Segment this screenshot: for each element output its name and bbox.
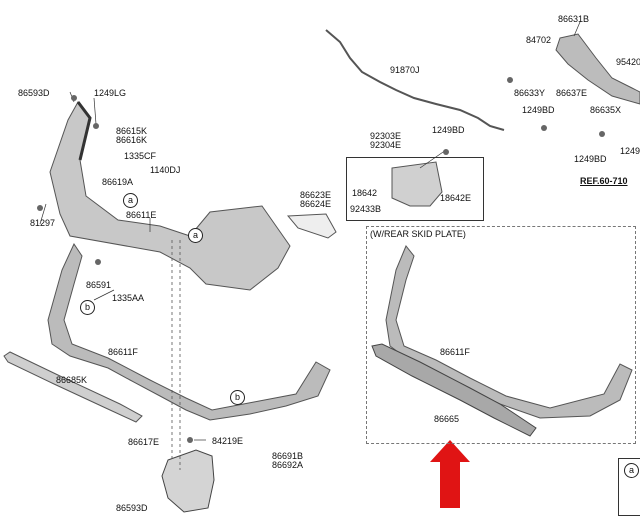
part-number: 86685K bbox=[56, 375, 88, 385]
upper-piece-86631b bbox=[555, 33, 640, 105]
part-number: 1335AA bbox=[112, 293, 145, 303]
part-number: 86616K bbox=[116, 135, 148, 145]
lamp-inset-part bbox=[391, 161, 443, 207]
bumper-lower-left bbox=[47, 242, 331, 421]
callout-a-legend: a bbox=[624, 463, 639, 478]
part-number: 86665 bbox=[434, 414, 460, 424]
part-number: 92433B bbox=[350, 204, 382, 214]
part-number: 91870J bbox=[390, 65, 420, 75]
callout-a: a bbox=[188, 228, 203, 243]
part-number: 81297 bbox=[30, 218, 56, 228]
callout-b: b bbox=[230, 390, 245, 405]
part-number: 86615K bbox=[116, 126, 148, 136]
bracket-86691b bbox=[161, 449, 215, 513]
part-number: 92303E bbox=[370, 131, 402, 141]
part-number: 86624E bbox=[300, 199, 332, 209]
part-number: 86637E bbox=[556, 88, 588, 98]
part-number: 86591 bbox=[86, 280, 112, 290]
variant-title: (W/REAR SKID PLATE) bbox=[370, 229, 466, 239]
wiring-harness bbox=[325, 29, 505, 131]
part-number: 86593D bbox=[18, 88, 50, 98]
part-number: 1249BD bbox=[574, 154, 607, 164]
part-number: 86691B bbox=[272, 451, 304, 461]
part-number: 86692A bbox=[272, 460, 304, 470]
part-number: 95420 bbox=[616, 57, 640, 67]
part-number: 86619A bbox=[102, 177, 134, 187]
bumper-cover-upper-edge bbox=[76, 101, 92, 161]
part-number: 1249BD bbox=[522, 105, 555, 115]
part-number: 86593D bbox=[116, 503, 148, 513]
part-number: 86611F bbox=[108, 347, 138, 357]
part-number: 1249LG bbox=[94, 88, 127, 98]
variant-frame bbox=[366, 226, 636, 444]
ref-link[interactable]: REF.60-710 bbox=[580, 176, 628, 186]
bumper-cover-upper bbox=[49, 101, 291, 291]
part-number: 86611F bbox=[440, 347, 470, 357]
part-number: 86631B bbox=[558, 14, 590, 24]
part-number: 84702 bbox=[526, 35, 552, 45]
callout-a: a bbox=[123, 193, 138, 208]
part-number: 1335CF bbox=[124, 151, 157, 161]
part-number: 92304E bbox=[370, 140, 402, 150]
part-number: 86635X bbox=[590, 105, 622, 115]
part-number: 1249BD bbox=[432, 125, 465, 135]
part-number: 86633Y bbox=[514, 88, 546, 98]
red-arrow bbox=[430, 440, 470, 508]
lamp-inset-frame bbox=[346, 157, 484, 221]
callout-b: b bbox=[80, 300, 95, 315]
part-number: 1249 bbox=[620, 146, 640, 156]
skid-plate-86665 bbox=[371, 343, 537, 437]
strip-86685k bbox=[3, 351, 143, 423]
part-number: 86623E bbox=[300, 190, 332, 200]
part-number: 18642E bbox=[440, 193, 472, 203]
part-number: 84219E bbox=[212, 436, 244, 446]
part-number: 86617E bbox=[128, 437, 160, 447]
part-number: 86611E bbox=[126, 210, 157, 220]
legend-frame: a bbox=[618, 458, 640, 516]
reflector-86623e bbox=[286, 213, 337, 239]
part-number: 1140DJ bbox=[150, 165, 181, 175]
part-number: 18642 bbox=[352, 188, 378, 198]
